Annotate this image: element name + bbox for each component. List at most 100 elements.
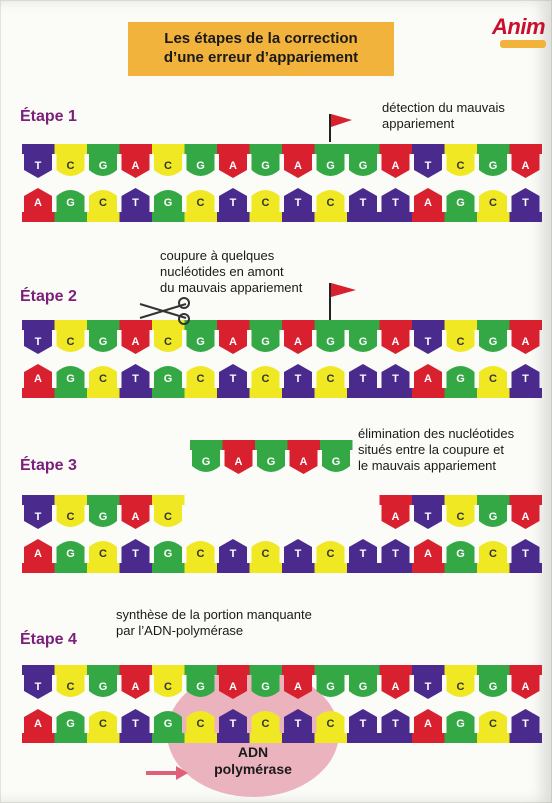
base-bottom-T: T	[121, 188, 150, 212]
svg-text:G: G	[66, 548, 75, 560]
title-box: Les étapes de la correction d’une erreur…	[128, 22, 394, 76]
svg-text:T: T	[132, 718, 139, 730]
base-bottom-C: C	[89, 366, 117, 388]
svg-text:C: C	[457, 511, 465, 523]
base-bottom-G: G	[56, 190, 85, 212]
base-bottom-T: T	[219, 188, 247, 212]
backbone-segment	[477, 495, 510, 505]
svg-text:A: A	[132, 160, 140, 172]
base-top-C: C	[56, 505, 85, 527]
svg-text:G: G	[489, 681, 498, 693]
backbone-segment	[184, 212, 217, 222]
base-top-G: G	[89, 154, 117, 176]
svg-text:C: C	[457, 160, 465, 172]
step-3-note-line: le mauvais appariement	[358, 458, 497, 473]
backbone-segment	[314, 563, 347, 573]
base-bottom-C: C	[316, 366, 345, 388]
backbone-segment	[379, 388, 412, 398]
base-bottom-C: C	[251, 711, 280, 733]
backbone-segment	[22, 733, 55, 743]
svg-text:T: T	[295, 373, 302, 385]
base-top-G: G	[316, 154, 345, 176]
backbone-segment	[87, 388, 120, 398]
backbone-segment	[217, 733, 250, 743]
svg-text:G: G	[66, 373, 75, 385]
svg-text:T: T	[360, 197, 367, 209]
svg-text:G: G	[261, 681, 270, 693]
svg-text:G: G	[326, 336, 335, 348]
svg-text:C: C	[67, 336, 75, 348]
base-top-A: A	[284, 330, 312, 354]
svg-text:C: C	[489, 548, 497, 560]
base-top-C: C	[154, 505, 182, 527]
svg-text:G: G	[99, 160, 108, 172]
svg-text:T: T	[230, 373, 237, 385]
svg-text:G: G	[359, 160, 368, 172]
base-excised-G: G	[322, 450, 350, 472]
backbone-segment	[282, 212, 315, 222]
base-bottom-T: T	[284, 539, 312, 563]
backbone-segment	[184, 563, 217, 573]
base-bottom-A: A	[24, 364, 52, 388]
svg-text:T: T	[522, 548, 529, 560]
step-2-note-line: du mauvais appariement	[160, 280, 303, 295]
base-top-G: G	[479, 675, 507, 697]
backbone-segment	[217, 320, 250, 330]
backbone-segment	[22, 144, 55, 154]
backbone-segment	[87, 733, 120, 743]
svg-text:C: C	[489, 373, 497, 385]
svg-text:T: T	[360, 718, 367, 730]
base-bottom-T: T	[121, 539, 150, 563]
svg-text:G: G	[164, 548, 173, 560]
base-top-C: C	[154, 675, 182, 697]
svg-text:C: C	[99, 548, 107, 560]
base-bottom-G: G	[446, 711, 475, 733]
base-top-A: A	[511, 505, 540, 529]
backbone-segment	[54, 144, 87, 154]
backbone-segment	[217, 563, 250, 573]
svg-text:G: G	[359, 336, 368, 348]
base-top-A: A	[511, 154, 540, 178]
flag-icon	[329, 114, 352, 142]
backbone-segment	[249, 320, 282, 330]
svg-text:G: G	[456, 373, 465, 385]
svg-text:G: G	[359, 681, 368, 693]
svg-text:C: C	[99, 718, 107, 730]
backbone-segment	[379, 563, 412, 573]
svg-text:T: T	[132, 548, 139, 560]
base-bottom-G: G	[56, 541, 85, 563]
svg-text:G: G	[196, 681, 205, 693]
backbone-segment	[444, 495, 477, 505]
backbone-segment	[54, 388, 87, 398]
base-top-C: C	[56, 675, 85, 697]
base-bottom-C: C	[186, 711, 215, 733]
base-bottom-T: T	[511, 188, 540, 212]
base-top-G: G	[479, 505, 507, 527]
backbone-segment	[282, 320, 315, 330]
backbone-segment	[217, 144, 250, 154]
svg-text:C: C	[327, 718, 335, 730]
backbone-segment	[379, 733, 412, 743]
svg-text:A: A	[300, 456, 308, 468]
base-top-C: C	[56, 330, 85, 352]
backbone-segment	[119, 320, 152, 330]
svg-text:C: C	[327, 373, 335, 385]
svg-text:T: T	[230, 718, 237, 730]
backbone-segment	[314, 144, 347, 154]
svg-text:C: C	[197, 197, 205, 209]
backbone-segment	[87, 212, 120, 222]
svg-text:C: C	[457, 336, 465, 348]
base-top-G: G	[479, 330, 507, 352]
backbone-segment	[22, 388, 55, 398]
base-top-A: A	[121, 154, 150, 178]
step-4-note-line: par l’ADN-polymérase	[116, 623, 244, 638]
backbone-segment	[184, 388, 217, 398]
base-top-A: A	[284, 154, 312, 178]
base-top-T: T	[24, 330, 52, 354]
svg-text:C: C	[489, 718, 497, 730]
backbone-segment	[54, 212, 87, 222]
backbone-segment	[87, 495, 120, 505]
svg-text:T: T	[132, 197, 139, 209]
polymerase-label-line: ADN	[237, 744, 269, 760]
svg-text:T: T	[295, 718, 302, 730]
